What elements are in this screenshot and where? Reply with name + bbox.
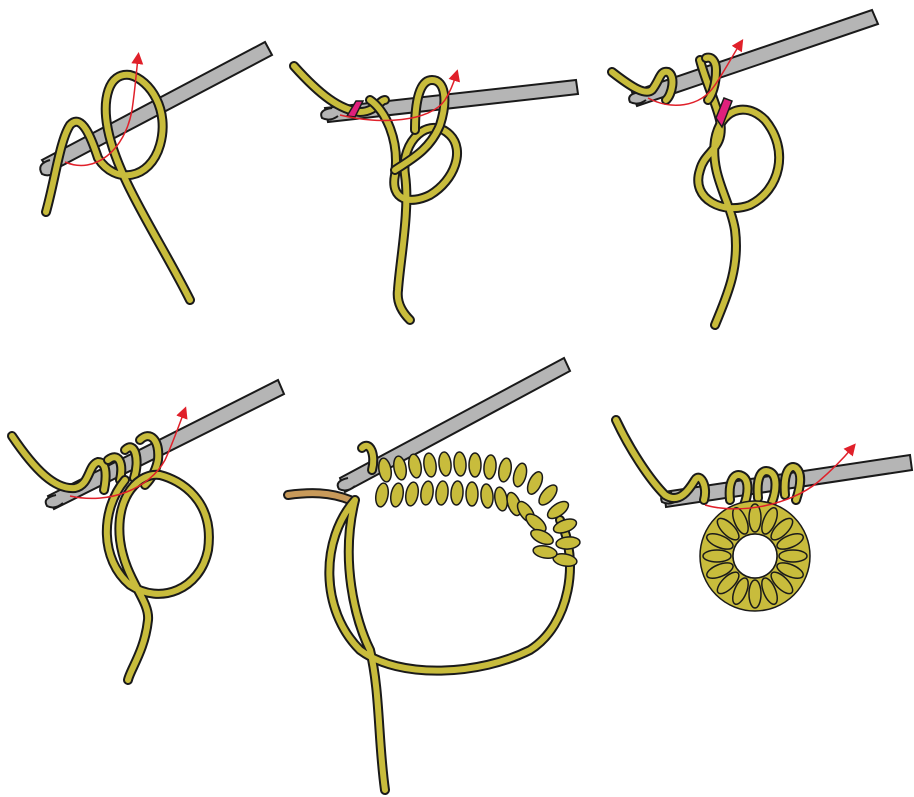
step-3-panel [612, 10, 878, 325]
yarn [616, 420, 800, 505]
stitch-row [374, 451, 580, 568]
yarn [12, 436, 209, 680]
step-1-panel [40, 42, 272, 300]
step-6-panel [616, 420, 912, 611]
stitch-ring [700, 501, 810, 611]
step-4-panel [12, 380, 284, 680]
step-2-panel [294, 66, 578, 320]
step-5-panel [288, 358, 580, 790]
